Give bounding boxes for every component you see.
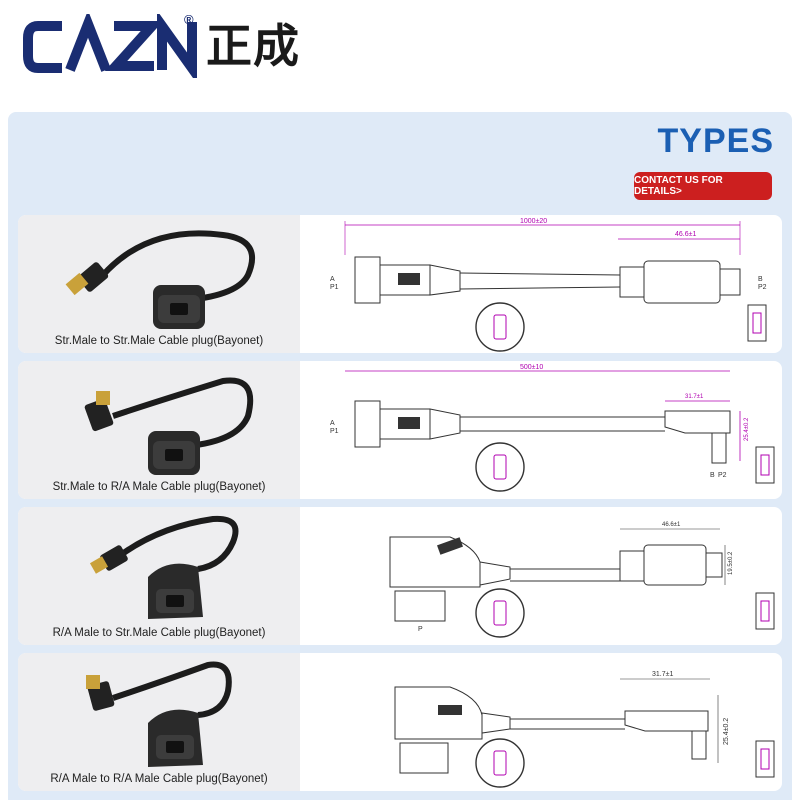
dim-length: 1000±20 — [520, 218, 547, 225]
svg-text:P: P — [418, 626, 423, 633]
cable-plug-photo-icon — [86, 661, 232, 767]
svg-text:31.7±1: 31.7±1 — [652, 671, 673, 678]
product-photo-1: Str.Male to Str.Male Cable plug(Bayonet) — [18, 215, 300, 353]
svg-text:P2: P2 — [758, 284, 767, 291]
svg-text:P1: P1 — [330, 428, 339, 435]
logo-chinese-name: 正成 — [206, 19, 300, 73]
cable-plug-photo-icon — [89, 515, 239, 619]
svg-text:B: B — [710, 472, 715, 479]
registered-mark: ® — [184, 12, 194, 27]
technical-drawing-2: 500±10 31.7±1 25.4±0.2 A P1 B P2 — [330, 364, 775, 492]
product-card-1[interactable]: Str.Male to Str.Male Cable plug(Bayonet)… — [18, 215, 782, 353]
svg-text:25.4±0.2: 25.4±0.2 — [744, 417, 750, 441]
hdmi-port-icon — [475, 442, 525, 492]
product-card-2[interactable]: Str.Male to R/A Male Cable plug(Bayonet)… — [18, 361, 782, 499]
technical-drawing-1: 1000±20 46.6±1 A P1 B P2 — [330, 218, 767, 352]
svg-text:A: A — [330, 420, 335, 427]
hdmi-port-icon — [475, 738, 525, 788]
product-caption: R/A Male to R/A Male Cable plug(Bayonet) — [50, 773, 268, 785]
hdmi-plug-icon — [747, 304, 767, 342]
section-title: TYPES — [657, 122, 774, 160]
cable-plug-photo-icon — [65, 230, 255, 329]
product-card-4[interactable]: R/A Male to R/A Male Cable plug(Bayonet)… — [18, 653, 782, 791]
product-photo-3: R/A Male to Str.Male Cable plug(Bayonet) — [18, 507, 300, 645]
svg-text:25.4±0.2: 25.4±0.2 — [723, 718, 730, 745]
product-photo-4: R/A Male to R/A Male Cable plug(Bayonet) — [18, 653, 300, 791]
hdmi-plug-icon — [755, 740, 775, 778]
product-card-3[interactable]: R/A Male to Str.Male Cable plug(Bayonet)… — [18, 507, 782, 645]
svg-text:P2: P2 — [718, 472, 727, 479]
svg-text:500±10: 500±10 — [520, 364, 543, 371]
svg-text:31.7±1: 31.7±1 — [685, 394, 704, 400]
header: ® 正成 — [0, 0, 800, 112]
hdmi-port-icon — [475, 302, 525, 352]
contact-us-button[interactable]: CONTACT US FOR DETAILS> — [634, 172, 772, 200]
hdmi-plug-icon — [755, 446, 775, 484]
dim-head: 46.6±1 — [675, 231, 696, 238]
svg-text:46.6±1: 46.6±1 — [662, 522, 681, 528]
product-caption: Str.Male to Str.Male Cable plug(Bayonet) — [54, 335, 264, 347]
logo-cazn-icon — [23, 14, 197, 78]
svg-text:A: A — [330, 276, 335, 283]
product-caption: R/A Male to Str.Male Cable plug(Bayonet) — [52, 627, 266, 639]
svg-text:P1: P1 — [330, 284, 339, 291]
product-photo-2: Str.Male to R/A Male Cable plug(Bayonet) — [18, 361, 300, 499]
technical-drawing-4: 31.7±1 25.4±0.2 — [394, 671, 775, 788]
hdmi-plug-icon — [755, 592, 775, 630]
svg-text:B: B — [758, 276, 763, 283]
svg-text:19.5±0.2: 19.5±0.2 — [728, 551, 734, 575]
cable-plug-photo-icon — [84, 377, 254, 475]
product-caption: Str.Male to R/A Male Cable plug(Bayonet) — [52, 481, 266, 493]
technical-drawing-3: 46.6±1 19.5±0.2 P — [389, 522, 775, 638]
hdmi-port-icon — [475, 588, 525, 638]
